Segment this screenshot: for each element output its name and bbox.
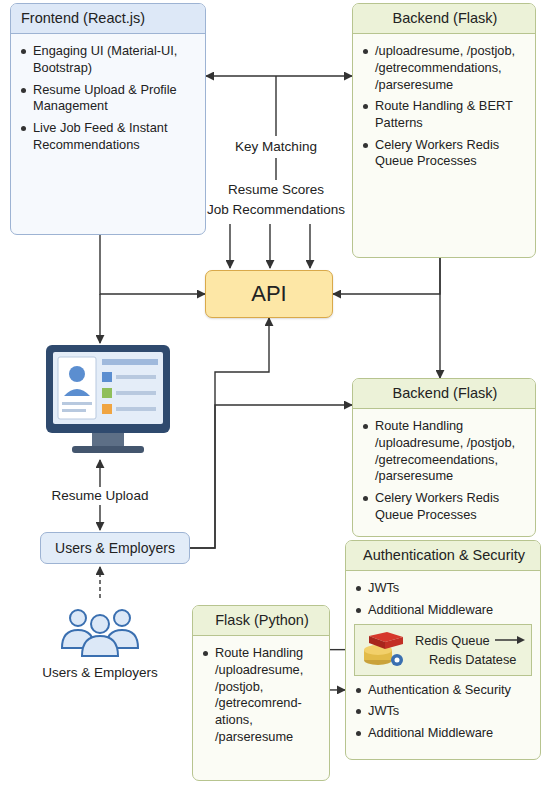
bullet-text: JWTs	[368, 703, 399, 720]
bullet-dot	[356, 586, 361, 591]
bullet-text: Additional Middleware	[368, 725, 493, 742]
bullet-item: Celery Workers Redis Queue Processes	[361, 490, 527, 523]
bullet-dot	[363, 143, 368, 148]
bullet-dot	[21, 126, 26, 131]
box-heading: Authentication & Security	[346, 541, 540, 571]
bullet-item: JWTs	[354, 703, 532, 720]
bullet-dot	[363, 424, 368, 429]
connector-arrow	[206, 75, 352, 76]
people-icon	[62, 610, 138, 656]
box-heading: Flask (Python)	[193, 606, 329, 636]
backend-box: Backend (Flask) Route Handling /uploadres…	[352, 378, 536, 537]
connector-arrow	[439, 258, 440, 378]
box-label: API	[251, 281, 286, 307]
bullet-item: Engaging UI (Material-UI, Bootstrap)	[19, 43, 197, 76]
bullet-item: Live Job Feed & Instant Recommendations	[19, 120, 197, 153]
bullet-dot	[356, 688, 361, 693]
bullet-dot	[356, 709, 361, 714]
flask-box: Flask (Python) Route Handling /uploadresu…	[192, 605, 330, 781]
bullet-text: Celery Workers Redis Queue Processes	[375, 490, 527, 523]
box-body: Route Handling /uploadresume, /postjob, …	[353, 409, 535, 536]
box-heading: Backend (Flask)	[353, 4, 535, 34]
bullet-item: Celery Workers Redis Queue Processes	[361, 137, 527, 170]
bullet-item: Route Handling /uploadresume, /postjob, …	[201, 645, 321, 745]
flow-label: Key Matching	[232, 138, 320, 156]
bullet-dot	[21, 49, 26, 54]
bullet-text: Celery Workers Redis Queue Processes	[375, 137, 527, 170]
connector-arrow	[100, 235, 205, 294]
bullet-dot	[363, 104, 368, 109]
box-body: Engaging UI (Material-UI, Bootstrap) Resu…	[11, 34, 205, 166]
bullet-text: Route Handling /uploadresume, /postjob, …	[215, 645, 321, 745]
connector-arrow	[190, 405, 352, 548]
bullet-dot	[363, 496, 368, 501]
bullet-dot	[203, 651, 208, 656]
box-label: Users & Employers	[55, 540, 175, 556]
flow-label: Resume Scores	[225, 181, 327, 199]
redis-box: Redis QueueRedis Datatese	[354, 624, 532, 676]
bullet-text: /uploadresume, /postjob, /getrecommendat…	[375, 43, 527, 93]
bullet-item: Additional Middleware	[354, 602, 532, 619]
bullet-text: Engaging UI (Material-UI, Bootstrap)	[33, 43, 197, 76]
connector-arrow	[330, 689, 345, 690]
connector-arrow	[333, 258, 440, 294]
frontend-box: Frontend (React.js)Engaging UI (Material…	[10, 3, 206, 235]
bullet-text: Route Handling & BERT Patterns	[375, 98, 527, 131]
group-label: Users & Employers	[39, 664, 161, 682]
api-box: API	[205, 270, 333, 318]
box-body: Route Handling /uploadresume, /postjob, …	[193, 636, 329, 758]
redis-text: Redis Queue	[415, 633, 490, 648]
users-box: Users & Employers	[40, 532, 190, 564]
bullet-dot	[363, 49, 368, 54]
database-icon	[361, 630, 407, 670]
redis-texts: Redis QueueRedis Datatese	[415, 633, 525, 667]
bullet-text: Route Handling /uploadresume, /postjob, …	[375, 418, 527, 485]
bullet-item: Route Handling & BERT Patterns	[361, 98, 527, 131]
security-panel: Authentication & SecurityJWTsAdditional …	[345, 540, 541, 760]
bullet-text: Additional Middleware	[368, 602, 493, 619]
bullet-text: JWTs	[368, 580, 399, 597]
flow-arrow	[495, 635, 525, 645]
bullet-item: Resume Upload & Profile Management	[19, 82, 197, 115]
monitor-illustration	[46, 345, 170, 453]
backend-box: Backend (Flask) /uploadresume, /postjob, …	[352, 3, 536, 258]
bullet-dot	[356, 731, 361, 736]
flow-label: Resume Upload	[49, 487, 152, 505]
box-body: JWTsAdditional MiddlewareRedis QueueRedi…	[346, 571, 540, 754]
redis-row: Redis Queue	[415, 633, 525, 648]
connector-arrow	[190, 318, 269, 548]
bullet-item: JWTs	[354, 580, 532, 597]
bullet-dot	[356, 608, 361, 613]
box-body: /uploadresume, /postjob, /getrecommendat…	[353, 34, 535, 182]
bullet-text: Live Job Feed & Instant Recommendations	[33, 120, 197, 153]
bullet-item: Route Handling /uploadresume, /postjob, …	[361, 418, 527, 485]
bullet-dot	[21, 88, 26, 93]
bullet-item: Authentication & Security	[354, 682, 532, 699]
redis-text: Redis Datatese	[415, 652, 525, 667]
bullet-text: Resume Upload & Profile Management	[33, 82, 197, 115]
flow-label: Job Recommendations	[204, 201, 348, 219]
bullet-item: Additional Middleware	[354, 725, 532, 742]
bullet-item: /uploadresume, /postjob, /getrecommendat…	[361, 43, 527, 93]
box-heading: Frontend (React.js)	[11, 4, 205, 34]
box-heading: Backend (Flask)	[353, 379, 535, 409]
bullet-text: Authentication & Security	[368, 682, 511, 699]
